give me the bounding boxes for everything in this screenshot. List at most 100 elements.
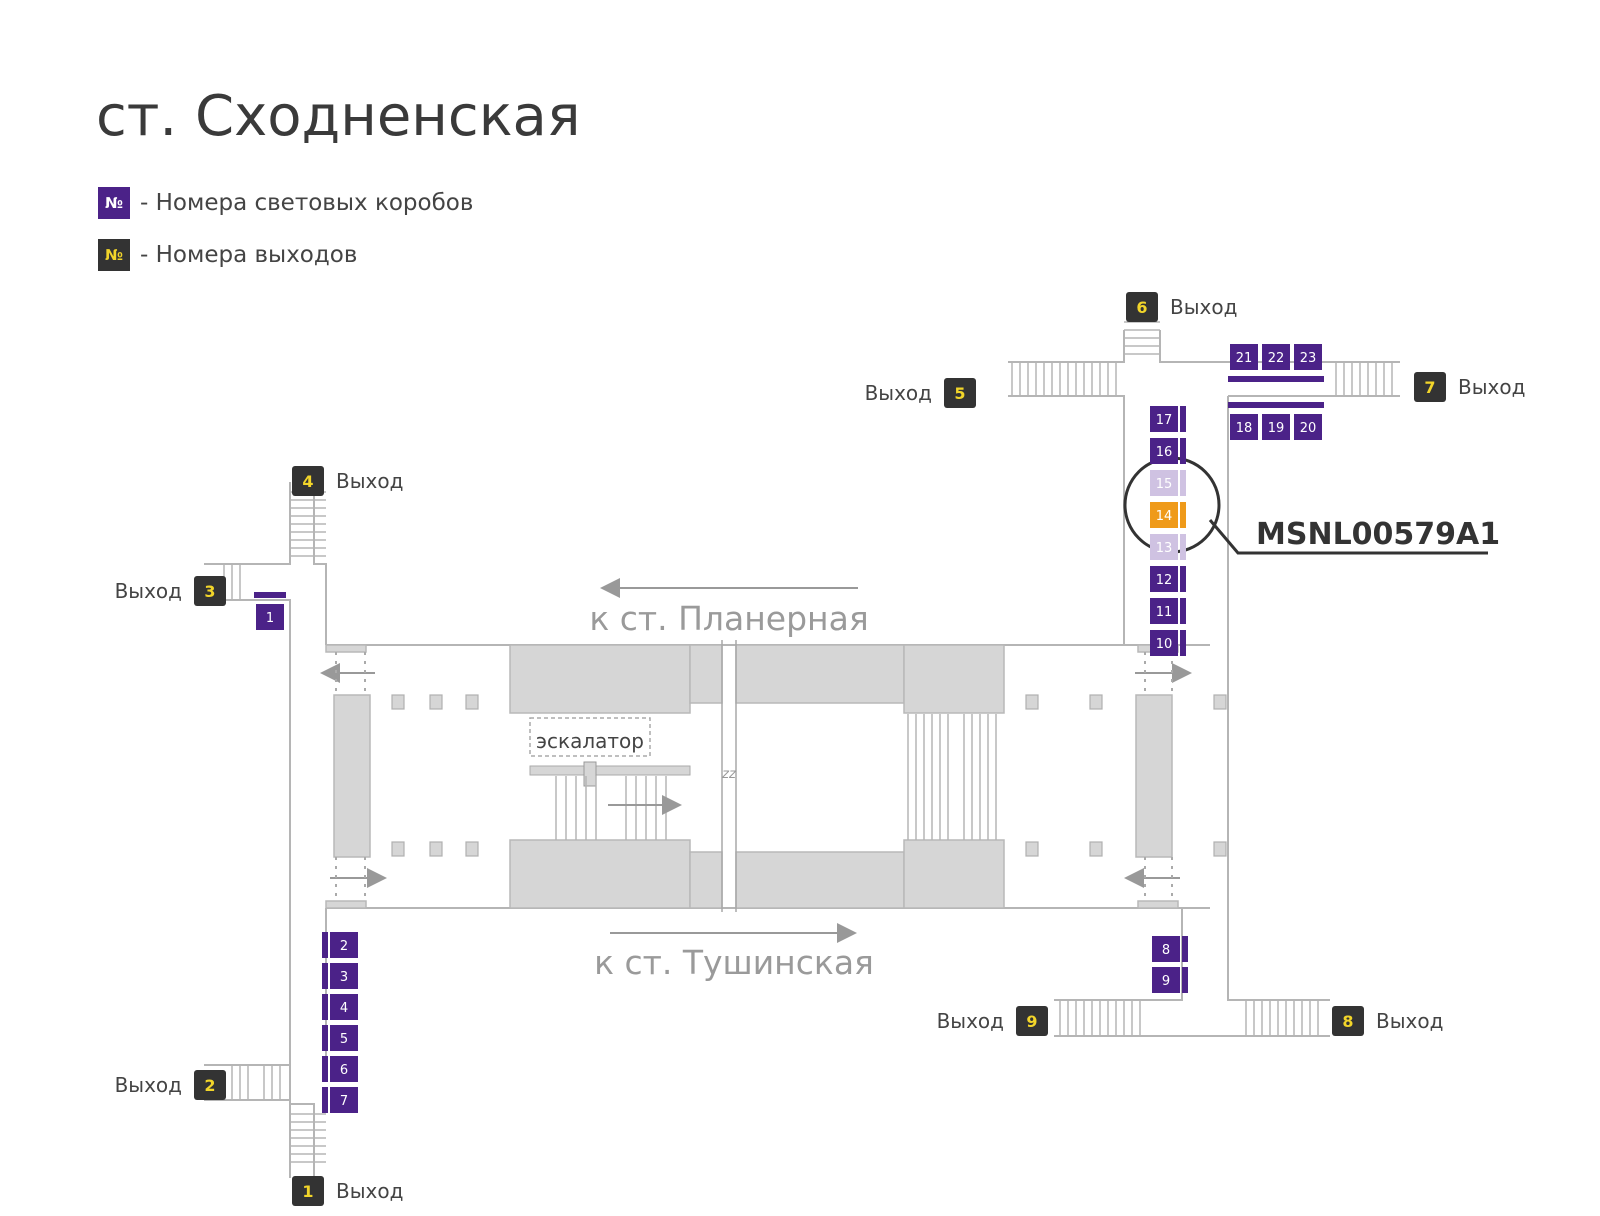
lightbox-badge	[330, 963, 358, 989]
exit-number: 4	[302, 472, 313, 491]
exit-stairs	[223, 321, 1393, 1163]
escalator-label: эскалатор	[536, 729, 644, 753]
lightbox-10: 10	[1150, 630, 1178, 656]
exit-number: 6	[1136, 298, 1147, 317]
lightbox-4: 4	[330, 994, 358, 1020]
lightbox-number: 5	[340, 1032, 348, 1047]
lightbox-strip	[322, 1025, 328, 1051]
lightbox-strip	[1180, 630, 1186, 656]
lightbox-badge	[1150, 406, 1178, 432]
lightbox-number: 1	[266, 611, 274, 626]
lightbox-badge	[330, 1056, 358, 1082]
track-blocks	[325, 644, 1179, 909]
lightbox-strip	[1180, 566, 1186, 592]
lightbox-badge	[1150, 534, 1178, 560]
lightbox-2: 2	[330, 932, 358, 958]
exit-badge	[292, 466, 324, 496]
lightbox-5: 5	[330, 1025, 358, 1051]
lightbox-strip	[1180, 502, 1186, 528]
lightbox-9: 9	[1152, 967, 1180, 993]
exit-badge	[1126, 292, 1158, 322]
lightbox-15: 15	[1150, 470, 1178, 496]
lightbox-badge	[1230, 344, 1258, 370]
exit-badge	[1414, 372, 1446, 402]
lightbox-number: 2	[340, 939, 348, 954]
lightbox-number: 7	[340, 1094, 348, 1109]
lightbox-22: 22	[1262, 344, 1290, 370]
lightbox-badge	[1262, 414, 1290, 440]
lightbox-strip	[1228, 402, 1260, 408]
lightbox-strip	[322, 932, 328, 958]
lightbox-18: 18	[1230, 414, 1258, 440]
lightbox-strip	[1180, 406, 1186, 432]
platform-end-dots	[335, 652, 1173, 901]
lightbox-number: 22	[1268, 351, 1285, 366]
lightbox-number: 4	[340, 1001, 348, 1016]
lightbox-11: 11	[1150, 598, 1178, 624]
lightbox-number: 10	[1156, 637, 1173, 652]
lightbox-number: 15	[1156, 477, 1173, 492]
lightbox-badge	[330, 1025, 358, 1051]
legend-lightbox: № - Номера световых коробов	[98, 187, 473, 219]
lightbox-number: 13	[1156, 541, 1173, 556]
exit-number: 9	[1026, 1012, 1037, 1031]
corridors	[204, 330, 1400, 1178]
lightbox-strip	[322, 1056, 328, 1082]
gap-mark: zz	[721, 767, 737, 782]
lightbox-strips	[254, 376, 1324, 1113]
legend-exit: № - Номера выходов	[98, 239, 357, 271]
lightbox-badge	[1294, 414, 1322, 440]
lightbox-strip	[322, 963, 328, 989]
lightbox-7: 7	[330, 1087, 358, 1113]
lightbox-8: 8	[1152, 936, 1180, 962]
lightbox-21: 21	[1230, 344, 1258, 370]
lightbox-badge	[1150, 502, 1178, 528]
lightbox-12: 12	[1150, 566, 1178, 592]
exit-number: 7	[1424, 378, 1435, 397]
exit-9: 9 Выход	[937, 1006, 1048, 1036]
lightbox-20: 20	[1294, 414, 1322, 440]
lightbox-17: 17	[1150, 406, 1178, 432]
central-stairs	[907, 714, 997, 840]
lightbox-badge	[1152, 936, 1180, 962]
exit-number: 5	[954, 384, 965, 403]
exit-number: 8	[1342, 1012, 1353, 1031]
lightbox-strip	[1292, 402, 1324, 408]
lightbox-number: 21	[1236, 351, 1253, 366]
lightbox-badge	[1150, 470, 1178, 496]
exit-badge	[944, 378, 976, 408]
hall-gap	[721, 640, 737, 912]
highlight-code: MSNL00579A1	[1256, 517, 1500, 552]
exit-label: Выход	[115, 1073, 182, 1097]
lightbox-number: 17	[1156, 413, 1173, 428]
columns	[391, 694, 1227, 857]
lightbox-number: 18	[1236, 421, 1253, 436]
lightbox-strip	[1228, 376, 1260, 382]
lightbox-badge	[1150, 630, 1178, 656]
exit-label: Выход	[1458, 375, 1525, 399]
exit-label: Выход	[115, 579, 182, 603]
lightbox-strip	[1292, 376, 1324, 382]
lightbox-13: 13	[1150, 534, 1178, 560]
lightbox-number: 19	[1268, 421, 1285, 436]
lightbox-23: 23	[1294, 344, 1322, 370]
exit-number: 1	[302, 1182, 313, 1201]
lightbox-badge	[1262, 344, 1290, 370]
exit-label: Выход	[937, 1009, 1004, 1033]
lightbox-strip	[1182, 936, 1188, 962]
lightbox-badge	[256, 604, 284, 630]
exit-badge	[1016, 1006, 1048, 1036]
lightbox-badge	[330, 1087, 358, 1113]
lightbox-strip	[322, 994, 328, 1020]
legend-lightbox-badge: №	[98, 187, 130, 219]
lightbox-number: 8	[1162, 943, 1170, 958]
lightbox-number: 16	[1156, 445, 1173, 460]
lightbox-badge	[1230, 414, 1258, 440]
